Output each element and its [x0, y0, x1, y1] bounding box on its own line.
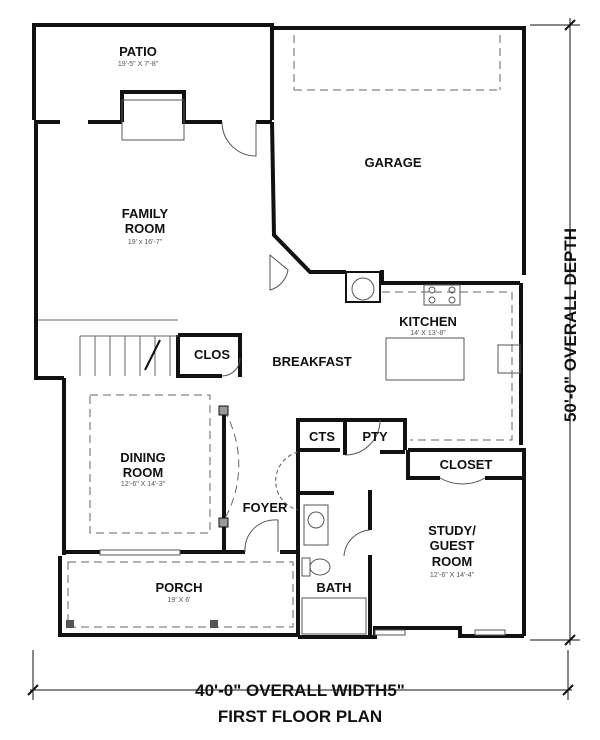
plan-title: FIRST FLOOR PLAN: [218, 707, 382, 726]
breakfast-label: BREAKFAST: [272, 354, 352, 369]
overall-depth-label: 50'-0" OVERALL DEPTH: [561, 228, 580, 422]
study-dims: 12'-6" X 14'-4": [430, 572, 475, 579]
bath-label: BATH: [316, 580, 351, 595]
closet-label: CLOSET: [440, 457, 493, 472]
family-room-label-2: ROOM: [125, 221, 165, 236]
kitchen-label: KITCHEN: [399, 314, 457, 329]
dining-room-label-1: DINING: [120, 450, 166, 465]
study-label-3: ROOM: [432, 554, 472, 569]
foyer-label: FOYER: [243, 500, 288, 515]
garage-label: GARAGE: [364, 155, 421, 170]
study-label-2: GUEST: [430, 538, 475, 553]
study-label-1: STUDY/: [428, 523, 476, 538]
clos-label: CLOS: [194, 347, 230, 362]
walls: [32, 23, 526, 639]
porch-label: PORCH: [156, 580, 203, 595]
porch-dims: 19' X 6': [168, 597, 191, 604]
family-room-label-1: FAMILY: [122, 206, 169, 221]
pty-label: PTY: [362, 429, 388, 444]
patio-dims: 19'-5" X 7'-8": [118, 61, 159, 68]
dining-room-dims: 12'-6" X 14'-3": [121, 481, 166, 488]
overall-width-label: 40'-0" OVERALL WIDTH5": [195, 681, 405, 700]
patio-label: PATIO: [119, 44, 157, 59]
room-labels: PATIO 19'-5" X 7'-8" FAMILY ROOM 19' x 1…: [118, 44, 493, 604]
cts-label: CTS: [309, 429, 335, 444]
kitchen-dims: 14' X 13'-8": [410, 330, 446, 337]
dining-room-label-2: ROOM: [123, 465, 163, 480]
family-room-dims: 19' x 16'-7": [128, 239, 163, 246]
fixtures: [38, 35, 521, 636]
dimension-lines: [27, 18, 580, 700]
